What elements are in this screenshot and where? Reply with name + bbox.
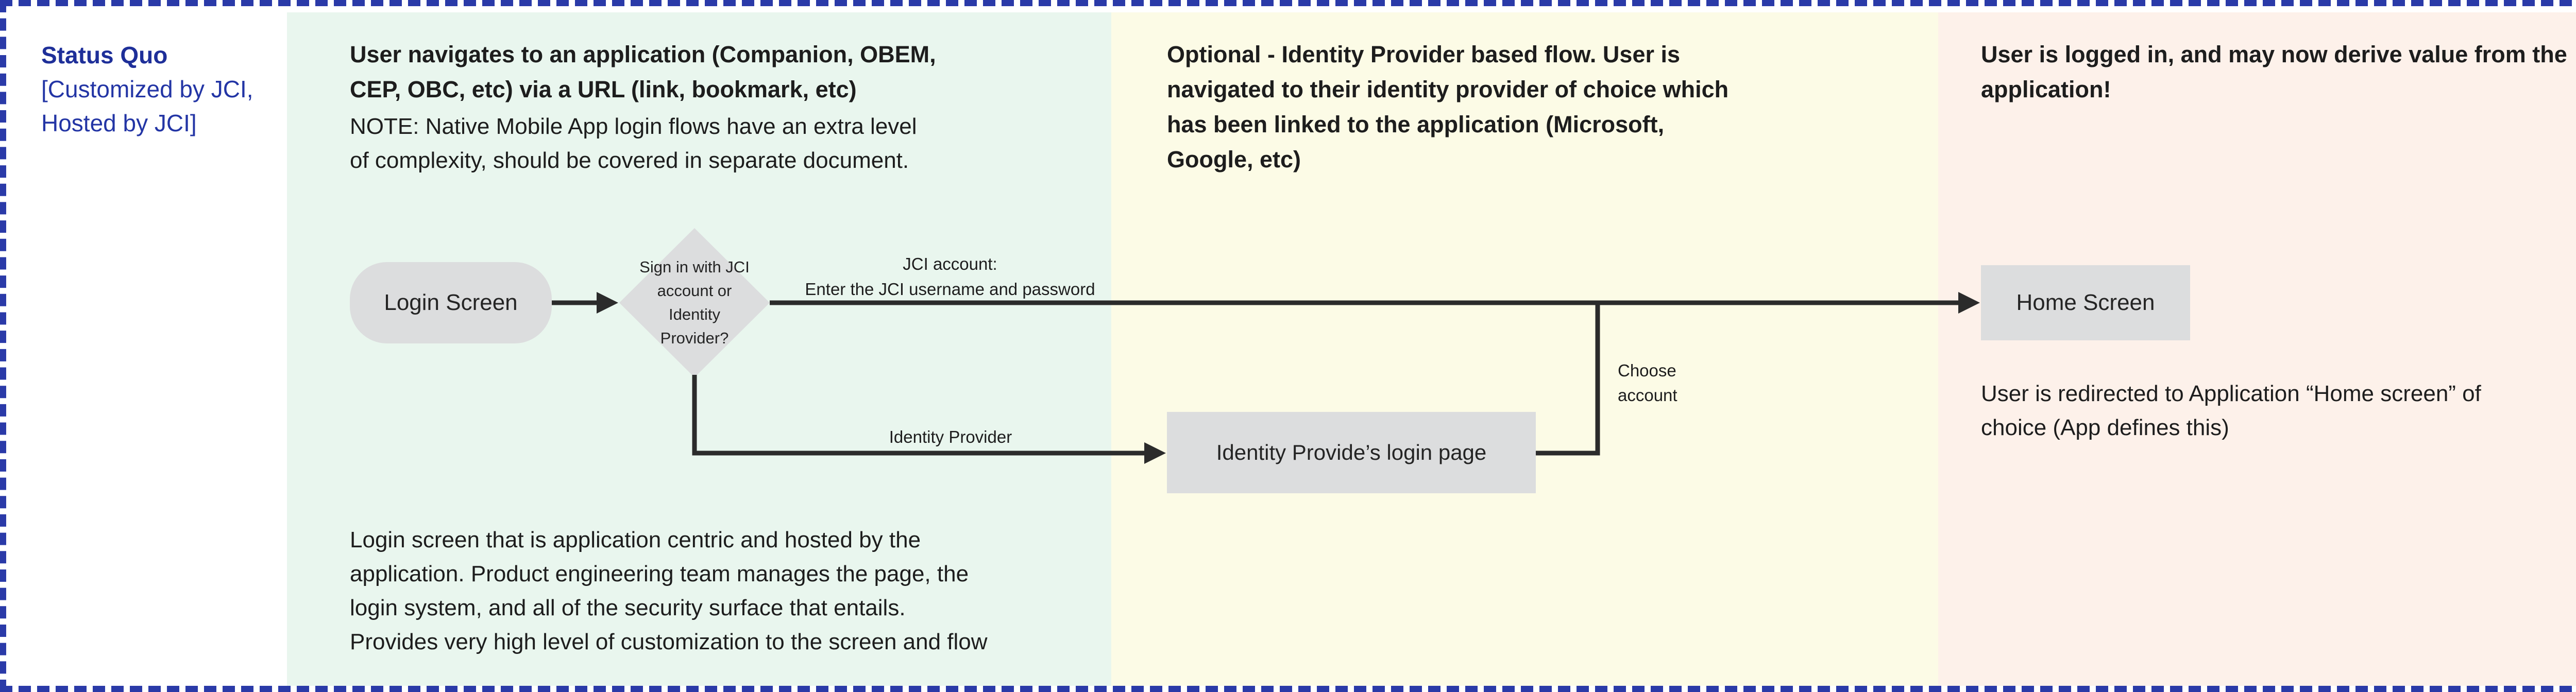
page-subtitle: [Customized by JCI, Hosted by JCI]	[41, 76, 253, 136]
section1-heading: User navigates to an application (Compan…	[350, 41, 936, 102]
decision-diamond-shape	[619, 228, 770, 377]
node-login-screen: Login Screen	[350, 262, 552, 343]
node-login-screen-label: Login Screen	[384, 290, 518, 315]
section3-heading: User is logged in, and may now derive va…	[1981, 41, 2567, 102]
page-title: Status Quo	[41, 42, 168, 68]
connector-layer	[552, 228, 1980, 464]
node-idp-login-page-label: Identity Provide’s login page	[1216, 440, 1487, 464]
lane-idp-flow	[1111, 12, 1938, 686]
node-decision-label: Sign in with JCI account or Identity Pro…	[639, 258, 750, 347]
arrowhead-login-to-decision-icon	[597, 292, 618, 314]
section1-footer: Login screen that is application centric…	[350, 527, 988, 654]
section2-heading: Optional - Identity Provider based flow.…	[1167, 41, 1729, 172]
node-home-screen: Home Screen	[1981, 265, 2190, 340]
lane-status-quo	[12, 12, 287, 686]
section1-note: NOTE: Native Mobile App login flows have…	[350, 114, 917, 173]
lane-logged-in	[1938, 12, 2576, 686]
connector-idp-to-main	[1536, 301, 1600, 456]
arrowhead-decision-to-home-icon	[1958, 292, 1980, 314]
edge-label-choose-account: Choose account	[1618, 361, 1677, 405]
node-home-screen-label: Home Screen	[2016, 290, 2155, 315]
arrow-decision-to-idp	[692, 375, 1145, 456]
edge-label-jci-account: JCI account: Enter the JCI username and …	[805, 254, 1095, 299]
node-idp-login-page: Identity Provide’s login page	[1167, 412, 1536, 493]
arrowhead-decision-to-idp-icon	[1144, 442, 1166, 464]
section3-body: User is redirected to Application “Home …	[1981, 381, 2481, 440]
edge-label-identity-provider: Identity Provider	[889, 427, 1012, 446]
